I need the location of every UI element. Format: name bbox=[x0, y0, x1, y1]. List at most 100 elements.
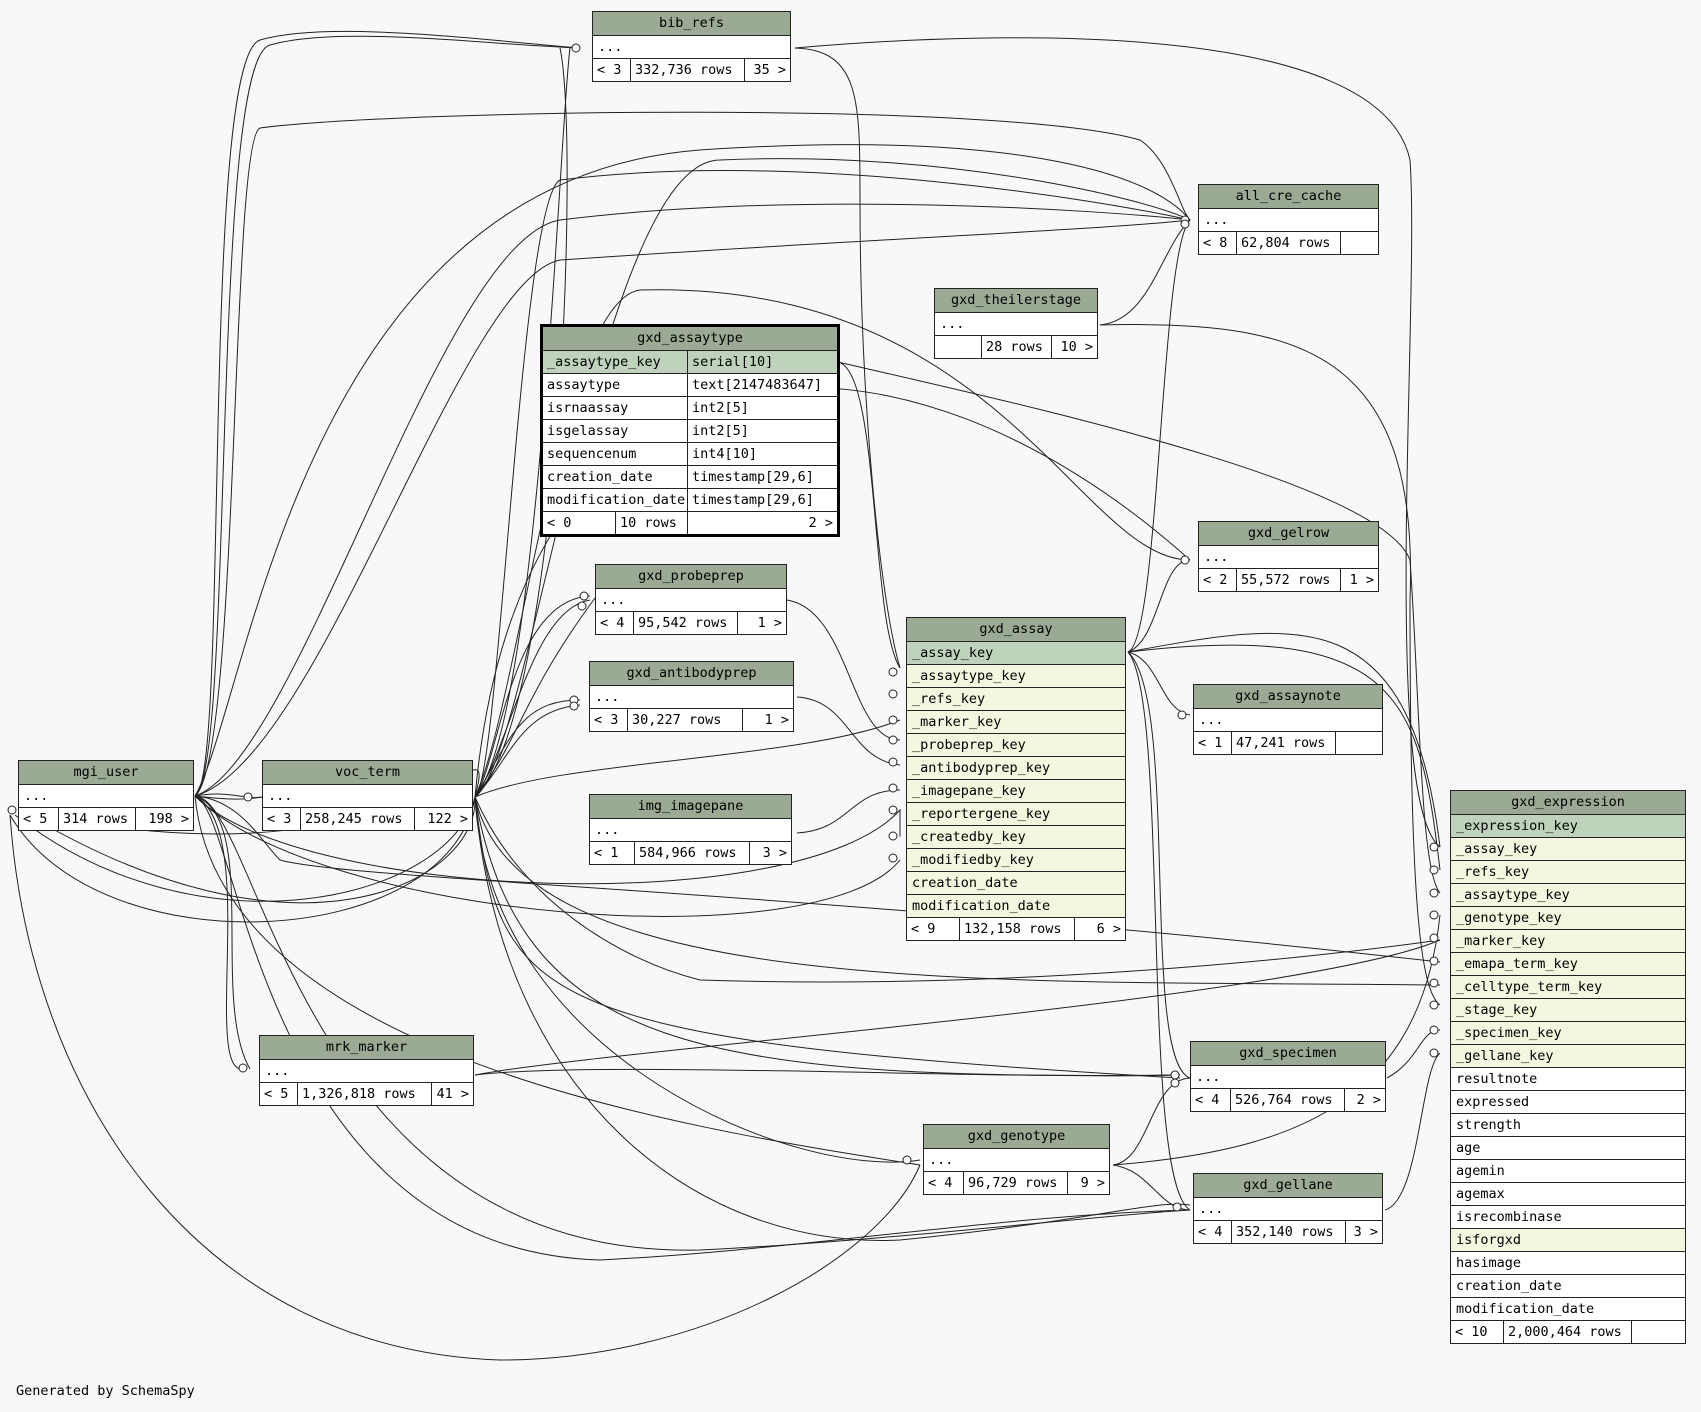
column-row: agemax bbox=[1451, 1183, 1685, 1206]
column-row: agemin bbox=[1451, 1160, 1685, 1183]
column-ellipsis: ... bbox=[590, 686, 793, 709]
table-mgi-user[interactable]: mgi_user ... < 5 314 rows 198 > bbox=[18, 760, 194, 831]
children-link[interactable]: 2 > bbox=[1356, 1092, 1381, 1108]
parents-link[interactable]: < 2 bbox=[1199, 569, 1237, 591]
children-link[interactable]: 6 > bbox=[1096, 921, 1121, 937]
children-link[interactable]: 9 > bbox=[1080, 1175, 1105, 1191]
children-link[interactable]: 2 > bbox=[808, 515, 833, 531]
parents-link[interactable]: < 0 bbox=[543, 512, 616, 534]
column-ellipsis: ... bbox=[263, 785, 472, 808]
table-title[interactable]: img_imagepane bbox=[590, 795, 791, 819]
column-row: _genotype_key bbox=[1451, 907, 1685, 930]
column-row: _assay_key bbox=[907, 642, 1125, 665]
parents-link[interactable]: < 3 bbox=[593, 59, 631, 81]
table-title[interactable]: gxd_assaytype bbox=[543, 327, 837, 351]
parents-link[interactable]: < 10 bbox=[1451, 1321, 1504, 1343]
table-footer: < 8 62,804 rows bbox=[1199, 232, 1378, 254]
table-title[interactable]: gxd_probeprep bbox=[596, 565, 786, 589]
table-gxd-gelrow[interactable]: gxd_gelrow ... < 2 55,572 rows 1 > bbox=[1198, 521, 1379, 592]
children-link[interactable] bbox=[1341, 232, 1378, 254]
table-footer: < 3 30,227 rows 1 > bbox=[590, 709, 793, 731]
row-count: 28 rows bbox=[982, 336, 1052, 358]
children-link[interactable] bbox=[1632, 1321, 1685, 1343]
row-count: 55,572 rows bbox=[1237, 569, 1341, 591]
column-row: _marker_key bbox=[1451, 930, 1685, 953]
children-link[interactable]: 10 > bbox=[1060, 339, 1093, 355]
table-gxd-assaynote[interactable]: gxd_assaynote ... < 1 47,241 rows bbox=[1193, 684, 1383, 755]
children-link[interactable] bbox=[1336, 732, 1382, 754]
parents-link[interactable] bbox=[935, 336, 982, 358]
children-link[interactable]: 41 > bbox=[436, 1086, 469, 1102]
table-title[interactable]: all_cre_cache bbox=[1199, 185, 1378, 209]
table-gxd-specimen[interactable]: gxd_specimen ... < 4 526,764 rows 2 > bbox=[1190, 1041, 1386, 1112]
table-gxd-genotype[interactable]: gxd_genotype ... < 4 96,729 rows 9 > bbox=[923, 1124, 1110, 1195]
children-link[interactable]: 122 > bbox=[427, 811, 468, 827]
parents-link[interactable]: < 5 bbox=[19, 808, 59, 830]
table-footer: < 3 332,736 rows 35 > bbox=[593, 59, 790, 81]
table-img-imagepane[interactable]: img_imagepane ... < 1 584,966 rows 3 > bbox=[589, 794, 792, 865]
parents-link[interactable]: < 4 bbox=[1194, 1221, 1232, 1243]
column-row: _assay_key bbox=[1451, 838, 1685, 861]
row-count: 47,241 rows bbox=[1232, 732, 1336, 754]
column-row: _assaytype_key bbox=[907, 665, 1125, 688]
table-gxd-theilerstage[interactable]: gxd_theilerstage ... 28 rows 10 > bbox=[934, 288, 1098, 359]
row-count: 526,764 rows bbox=[1231, 1089, 1345, 1111]
column-row: _stage_key bbox=[1451, 999, 1685, 1022]
table-title[interactable]: mgi_user bbox=[19, 761, 193, 785]
column-ellipsis: ... bbox=[1199, 546, 1378, 569]
parents-link[interactable]: < 1 bbox=[590, 842, 635, 864]
parents-link[interactable]: < 4 bbox=[924, 1172, 964, 1194]
table-footer: < 4 352,140 rows 3 > bbox=[1194, 1221, 1382, 1243]
parents-link[interactable]: < 4 bbox=[596, 612, 634, 634]
table-mrk-marker[interactable]: mrk_marker ... < 5 1,326,818 rows 41 > bbox=[259, 1035, 474, 1106]
table-title[interactable]: gxd_assay bbox=[907, 618, 1125, 642]
parents-link[interactable]: < 3 bbox=[263, 808, 301, 830]
row-count: 2,000,464 rows bbox=[1504, 1321, 1632, 1343]
table-title[interactable]: gxd_specimen bbox=[1191, 1042, 1385, 1066]
children-link[interactable]: 1 > bbox=[764, 712, 789, 728]
children-link[interactable]: 3 > bbox=[762, 845, 787, 861]
table-voc-term[interactable]: voc_term ... < 3 258,245 rows 122 > bbox=[262, 760, 473, 831]
children-link[interactable]: 198 > bbox=[148, 811, 189, 827]
table-footer: < 1 47,241 rows bbox=[1194, 732, 1382, 754]
column-row: isrecombinase bbox=[1451, 1206, 1685, 1229]
table-all-cre-cache[interactable]: all_cre_cache ... < 8 62,804 rows bbox=[1198, 184, 1379, 255]
table-title[interactable]: gxd_assaynote bbox=[1194, 685, 1382, 709]
table-title[interactable]: gxd_theilerstage bbox=[935, 289, 1097, 313]
table-title[interactable]: gxd_genotype bbox=[924, 1125, 1109, 1149]
parents-link[interactable]: < 3 bbox=[590, 709, 628, 731]
row-count: 332,736 rows bbox=[631, 59, 745, 81]
table-gxd-gellane[interactable]: gxd_gellane ... < 4 352,140 rows 3 > bbox=[1193, 1173, 1383, 1244]
children-link[interactable]: 1 > bbox=[1349, 572, 1374, 588]
table-gxd-assay[interactable]: gxd_assay _assay_key _assaytype_key _ref… bbox=[906, 617, 1126, 941]
parents-link[interactable]: < 8 bbox=[1199, 232, 1237, 254]
column-row: _imagepane_key bbox=[907, 780, 1125, 803]
parents-link[interactable]: < 9 bbox=[907, 918, 960, 940]
table-title[interactable]: gxd_gellane bbox=[1194, 1174, 1382, 1198]
children-link[interactable]: 1 > bbox=[757, 615, 782, 631]
table-gxd-expression[interactable]: gxd_expression _expression_key _assay_ke… bbox=[1450, 790, 1686, 1344]
table-title[interactable]: gxd_expression bbox=[1451, 791, 1685, 815]
table-title[interactable]: bib_refs bbox=[593, 12, 790, 36]
parents-link[interactable]: < 5 bbox=[260, 1083, 298, 1105]
table-title[interactable]: voc_term bbox=[263, 761, 472, 785]
children-link[interactable]: 35 > bbox=[753, 62, 786, 78]
table-gxd-probeprep[interactable]: gxd_probeprep ... < 4 95,542 rows 1 > bbox=[595, 564, 787, 635]
column-ellipsis: ... bbox=[19, 785, 193, 808]
column-ellipsis: ... bbox=[924, 1149, 1109, 1172]
table-bib-refs[interactable]: bib_refs ... < 3 332,736 rows 35 > bbox=[592, 11, 791, 82]
row-count: 314 rows bbox=[59, 808, 136, 830]
table-title[interactable]: gxd_antibodyprep bbox=[590, 662, 793, 686]
column-row: resultnote bbox=[1451, 1068, 1685, 1091]
table-title[interactable]: gxd_gelrow bbox=[1199, 522, 1378, 546]
table-gxd-antibodyprep[interactable]: gxd_antibodyprep ... < 3 30,227 rows 1 > bbox=[589, 661, 794, 732]
table-title[interactable]: mrk_marker bbox=[260, 1036, 473, 1060]
row-count: 584,966 rows bbox=[635, 842, 750, 864]
children-link[interactable]: 3 > bbox=[1353, 1224, 1378, 1240]
parents-link[interactable]: < 4 bbox=[1191, 1089, 1231, 1111]
parents-link[interactable]: < 1 bbox=[1194, 732, 1232, 754]
column-row: _modifiedby_key bbox=[907, 849, 1125, 872]
